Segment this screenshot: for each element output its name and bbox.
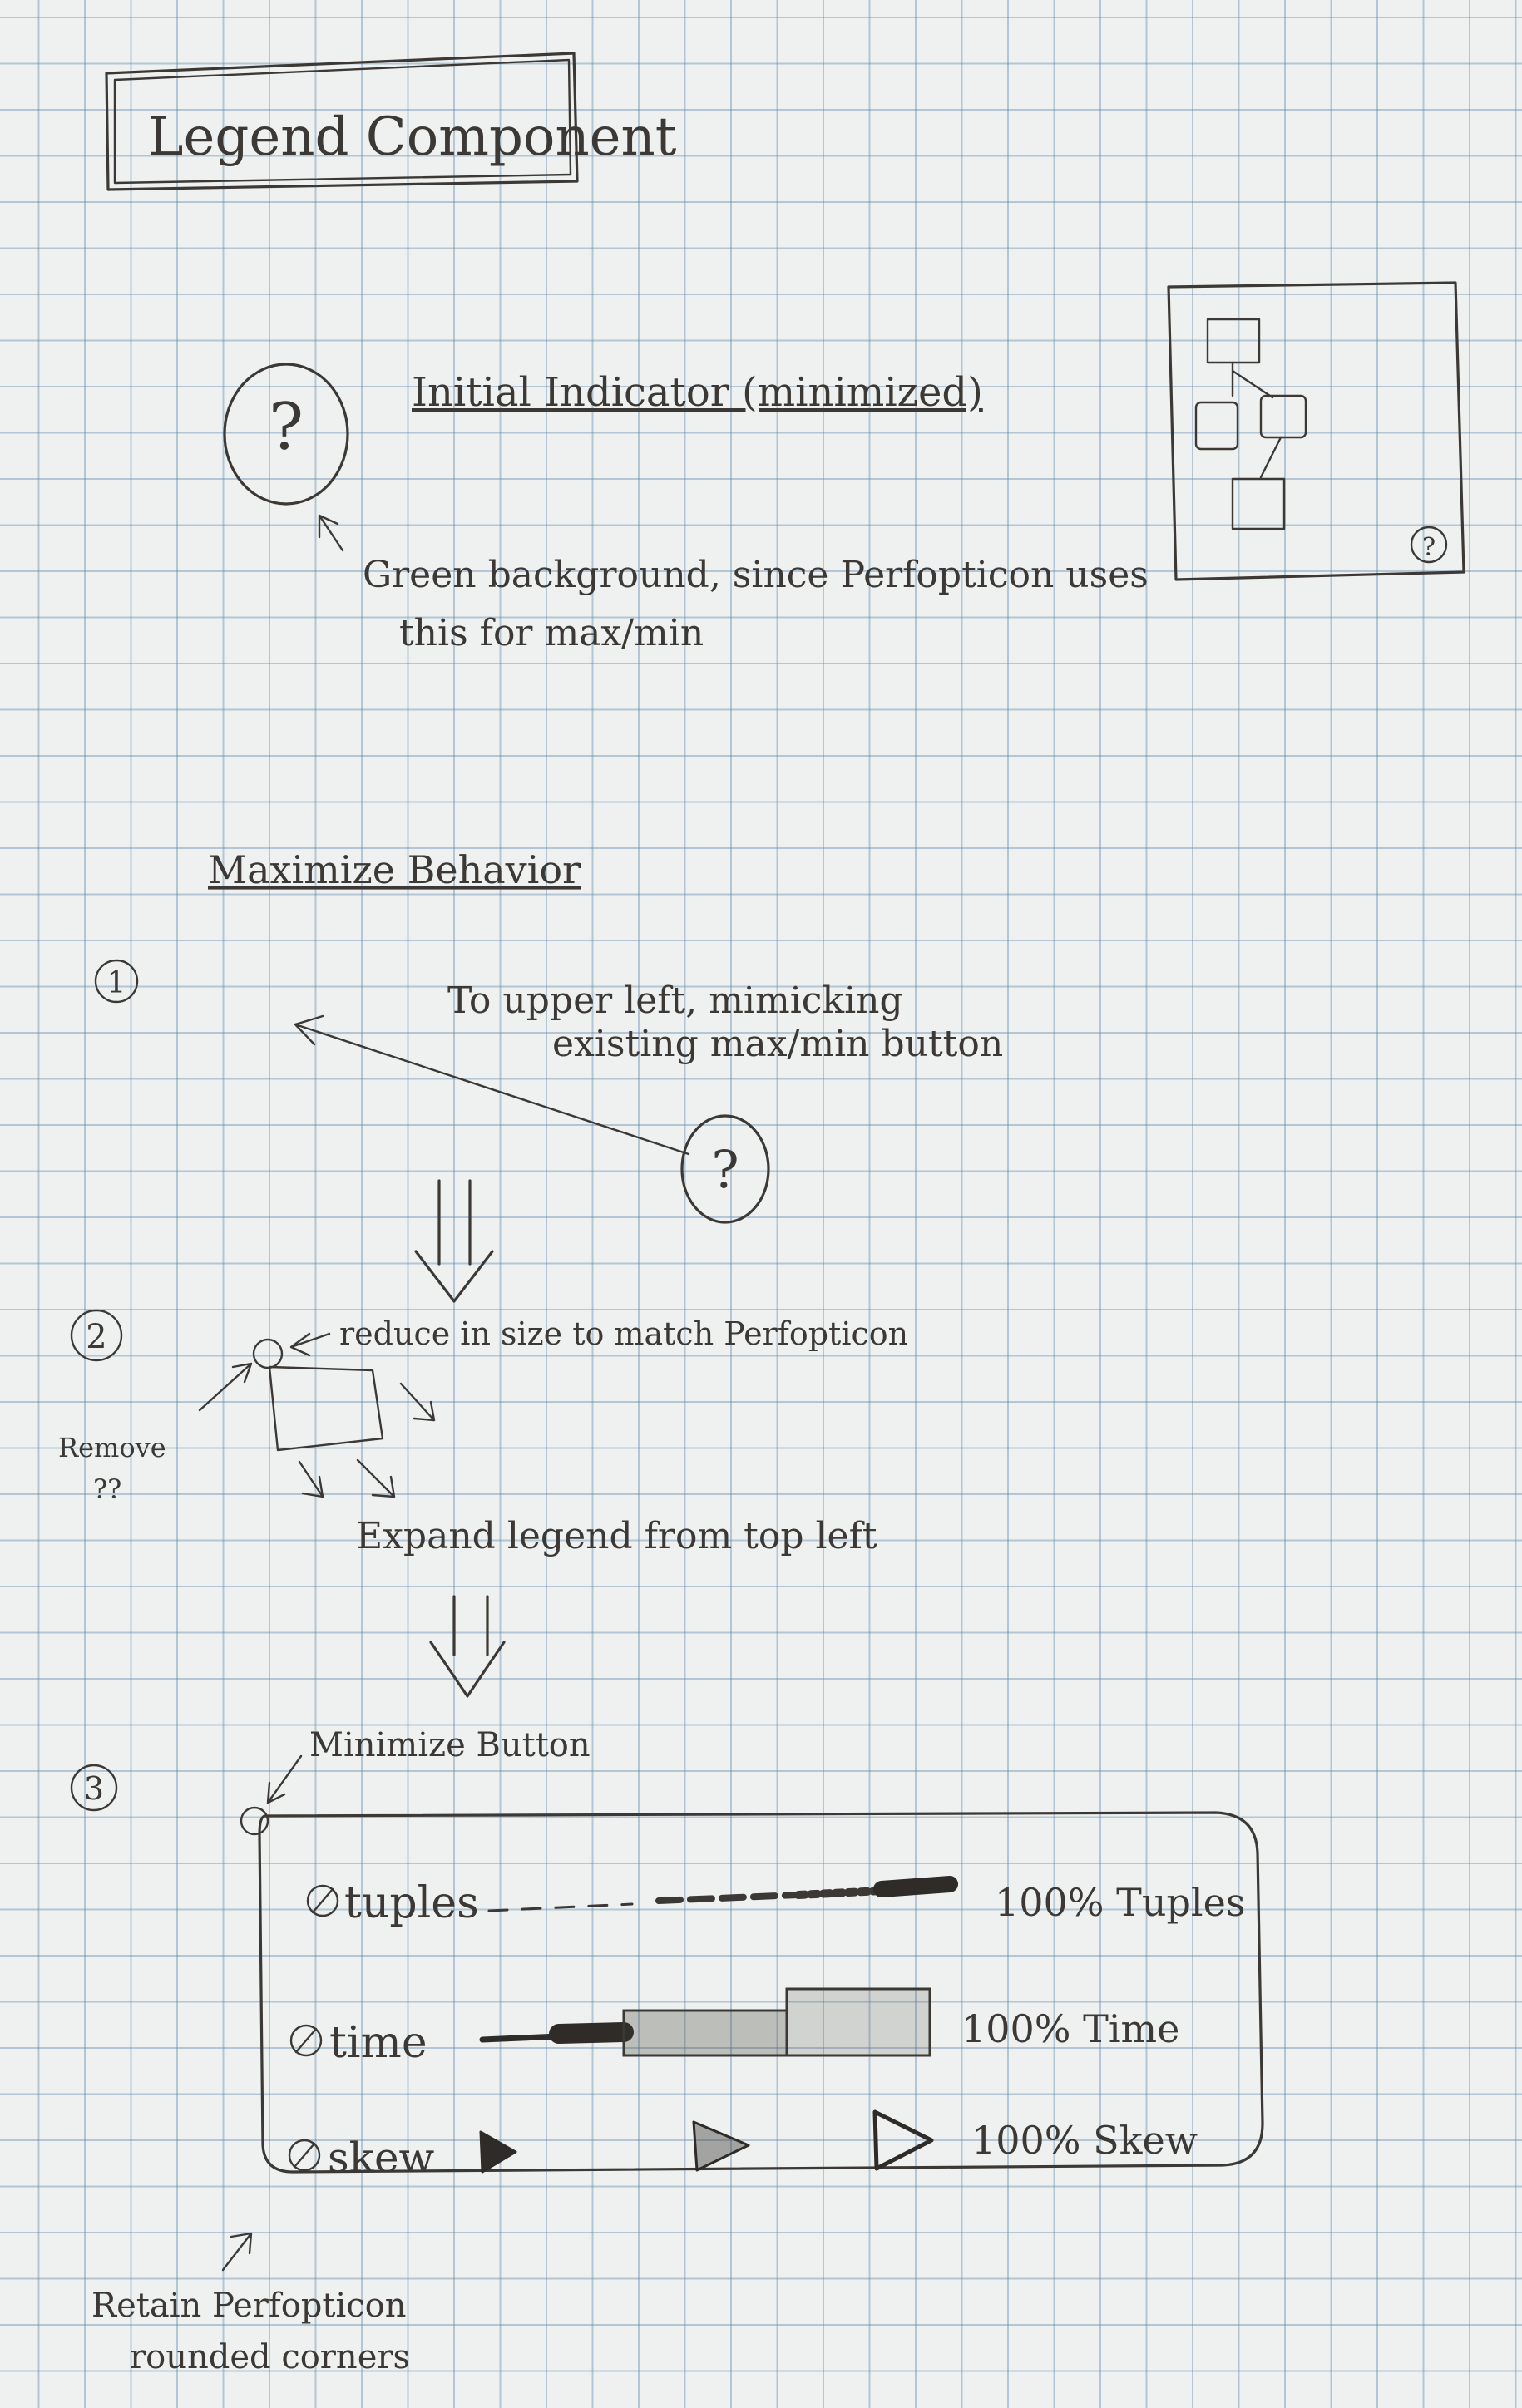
step-3-marker: 3 bbox=[70, 1764, 118, 1812]
arrow-icon bbox=[399, 1382, 436, 1422]
edge-line bbox=[1259, 436, 1282, 479]
svg-text:?: ? bbox=[269, 390, 304, 465]
legend-row-tuples: tuples 100% Tuples bbox=[306, 1876, 1245, 1928]
minimized-view-thumbnail: ? bbox=[1167, 281, 1465, 581]
svg-text:?: ? bbox=[711, 1139, 739, 1200]
expanded-legend-panel bbox=[258, 1811, 1264, 2174]
svg-text:3: 3 bbox=[84, 1770, 104, 1807]
small-legend-box bbox=[268, 1365, 384, 1452]
skew-triangle-swatch bbox=[479, 2109, 934, 2174]
page-title: Legend Component bbox=[148, 106, 677, 168]
step-1-note-line2: existing max/min button bbox=[552, 1023, 1003, 1065]
title-box bbox=[105, 52, 579, 191]
arrow-icon bbox=[298, 1460, 324, 1498]
arrow-icon bbox=[221, 2232, 253, 2272]
step-1-help-icon: ? bbox=[680, 1114, 770, 1224]
step-2-note-expand: Expand legend from top left bbox=[356, 1515, 877, 1557]
arrow-icon bbox=[289, 1332, 331, 1357]
step-3-note-corners-line1: Retain Perfopticon bbox=[91, 2287, 407, 2325]
initial-note-line2: this for max/min bbox=[399, 612, 704, 654]
legend-row-time: time 100% Time bbox=[289, 1987, 1179, 2068]
step-3-note-corners-line2: rounded corners bbox=[130, 2338, 410, 2376]
node-box bbox=[1206, 318, 1261, 364]
step-1-note-line1: To upper left, mimicking bbox=[447, 979, 903, 1022]
step-1-marker: 1 bbox=[94, 959, 139, 1004]
eye-off-icon bbox=[288, 2139, 321, 2172]
initial-indicator-heading: Initial Indicator (minimized) bbox=[412, 369, 983, 416]
legend-row-value-label: 100% Tuples bbox=[995, 1880, 1245, 1925]
node-box bbox=[1231, 477, 1286, 530]
legend-row-value-label: 100% Time bbox=[961, 2006, 1179, 2051]
legend-row-skew: skew 100% Skew bbox=[288, 2109, 1198, 2182]
legend-row-label: time bbox=[329, 2018, 427, 2068]
node-box bbox=[1194, 401, 1239, 451]
minimize-button-icon bbox=[240, 1806, 269, 1836]
edge-line bbox=[1231, 361, 1274, 399]
legend-row-label: tuples bbox=[344, 1878, 479, 1928]
step-2-note-remove: Remove bbox=[58, 1432, 166, 1463]
step-2-note-reduce: reduce in size to match Perfopticon bbox=[339, 1315, 908, 1352]
double-arrow-down-icon bbox=[429, 1595, 506, 1698]
arrow-icon bbox=[198, 1362, 253, 1412]
legend-row-value-label: 100% Skew bbox=[971, 2118, 1198, 2163]
tuples-dashed-line-swatch bbox=[487, 1876, 958, 1912]
svg-text:2: 2 bbox=[86, 1318, 106, 1356]
step-2-note-remove-q: ?? bbox=[93, 1473, 121, 1505]
time-bar-swatch bbox=[479, 1987, 931, 2057]
maximize-heading: Maximize Behavior bbox=[208, 847, 581, 892]
arrow-icon bbox=[294, 1014, 690, 1156]
node-box bbox=[1259, 394, 1307, 439]
small-indicator-icon bbox=[252, 1338, 284, 1369]
svg-text:?: ? bbox=[1422, 533, 1436, 562]
step-2-marker: 2 bbox=[70, 1309, 123, 1362]
double-arrow-down-icon bbox=[414, 1179, 494, 1303]
step-3-note-minimize: Minimize Button bbox=[309, 1726, 591, 1764]
help-icon: ? bbox=[1410, 526, 1448, 564]
svg-text:1: 1 bbox=[107, 966, 126, 1000]
eye-off-icon bbox=[289, 2024, 323, 2057]
eye-off-icon bbox=[306, 1884, 339, 1917]
initial-note-line1: Green background, since Perfopticon uses bbox=[363, 554, 1149, 596]
arrow-icon bbox=[266, 1754, 303, 1804]
initial-indicator-icon: ? bbox=[223, 363, 349, 506]
arrow-icon bbox=[318, 514, 344, 552]
arrow-icon bbox=[356, 1458, 396, 1498]
legend-row-label: skew bbox=[328, 2134, 435, 2182]
